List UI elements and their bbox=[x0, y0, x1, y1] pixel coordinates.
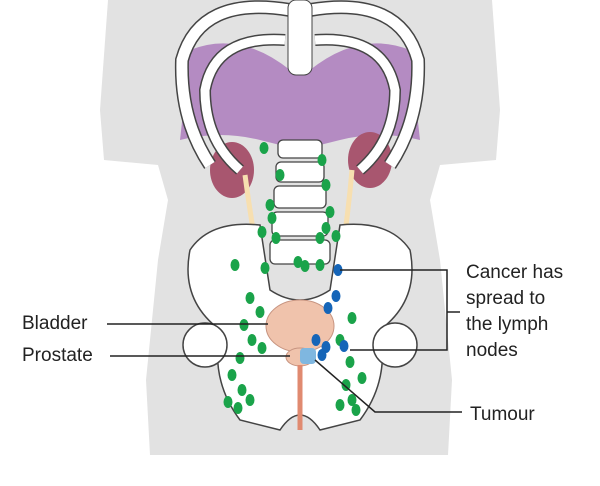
lymph-node bbox=[300, 260, 310, 272]
lymph-node bbox=[331, 230, 341, 242]
lymph-node bbox=[237, 384, 247, 396]
lymph-node bbox=[345, 356, 355, 368]
lymph-node bbox=[315, 259, 325, 271]
spread-label-line: the lymph bbox=[466, 314, 549, 335]
prostate-label: Prostate bbox=[22, 345, 93, 366]
cancer-lymph-node bbox=[323, 302, 333, 314]
lymph-node bbox=[255, 306, 265, 318]
lymph-node bbox=[293, 256, 303, 268]
lymph-node bbox=[223, 396, 233, 408]
cancer-lymph-node bbox=[317, 349, 327, 361]
spread-label-line: nodes bbox=[466, 340, 518, 361]
spread-label-line: spread to bbox=[466, 288, 546, 309]
lymph-node bbox=[315, 232, 325, 244]
lymph-node bbox=[233, 402, 243, 414]
lymph-node bbox=[275, 169, 285, 181]
rib-cage bbox=[174, 0, 426, 175]
lungs-liver bbox=[180, 43, 420, 151]
hip-joint-left bbox=[182, 322, 228, 368]
lymph-node bbox=[351, 404, 361, 416]
cancer-lymph-node bbox=[331, 290, 341, 302]
cancer-lymph-node bbox=[333, 264, 343, 276]
lymph-node bbox=[257, 342, 267, 354]
tumour-label: Tumour bbox=[470, 404, 535, 425]
lymph-node bbox=[235, 352, 245, 364]
lymph-node bbox=[230, 259, 240, 271]
lymph-node bbox=[347, 394, 357, 406]
spread-label-line: Cancer has bbox=[466, 262, 564, 283]
hip-joint-right bbox=[372, 322, 418, 368]
cancer-lymph-node bbox=[311, 334, 321, 346]
lymph-node bbox=[325, 206, 335, 218]
cancer-lymph-node bbox=[339, 340, 349, 352]
tumour bbox=[300, 348, 316, 364]
leader-lines bbox=[107, 269, 462, 413]
lymph-node bbox=[347, 312, 357, 324]
spread-label: Cancer has spread to the lymph nodes bbox=[466, 260, 563, 364]
lymph-node bbox=[239, 319, 249, 331]
lymph-node bbox=[245, 394, 255, 406]
lymph-node bbox=[259, 142, 269, 154]
spine bbox=[269, 139, 331, 265]
lymph-node bbox=[357, 372, 367, 384]
lymph-node bbox=[267, 212, 277, 224]
lymph-node bbox=[257, 226, 267, 238]
lymph-node bbox=[271, 232, 281, 244]
lymph-node bbox=[265, 199, 275, 211]
cancer-lymph-nodes bbox=[311, 264, 349, 361]
sternum bbox=[287, 0, 313, 76]
lymph-node bbox=[260, 262, 270, 274]
lymph-node bbox=[227, 369, 237, 381]
lymph-node bbox=[321, 222, 331, 234]
lymph-node bbox=[321, 179, 331, 191]
lymph-nodes bbox=[223, 142, 367, 416]
lymph-node bbox=[247, 334, 257, 346]
lymph-node bbox=[245, 292, 255, 304]
lymph-node bbox=[317, 154, 327, 166]
lymph-node bbox=[335, 399, 345, 411]
bladder-label: Bladder bbox=[22, 313, 88, 334]
